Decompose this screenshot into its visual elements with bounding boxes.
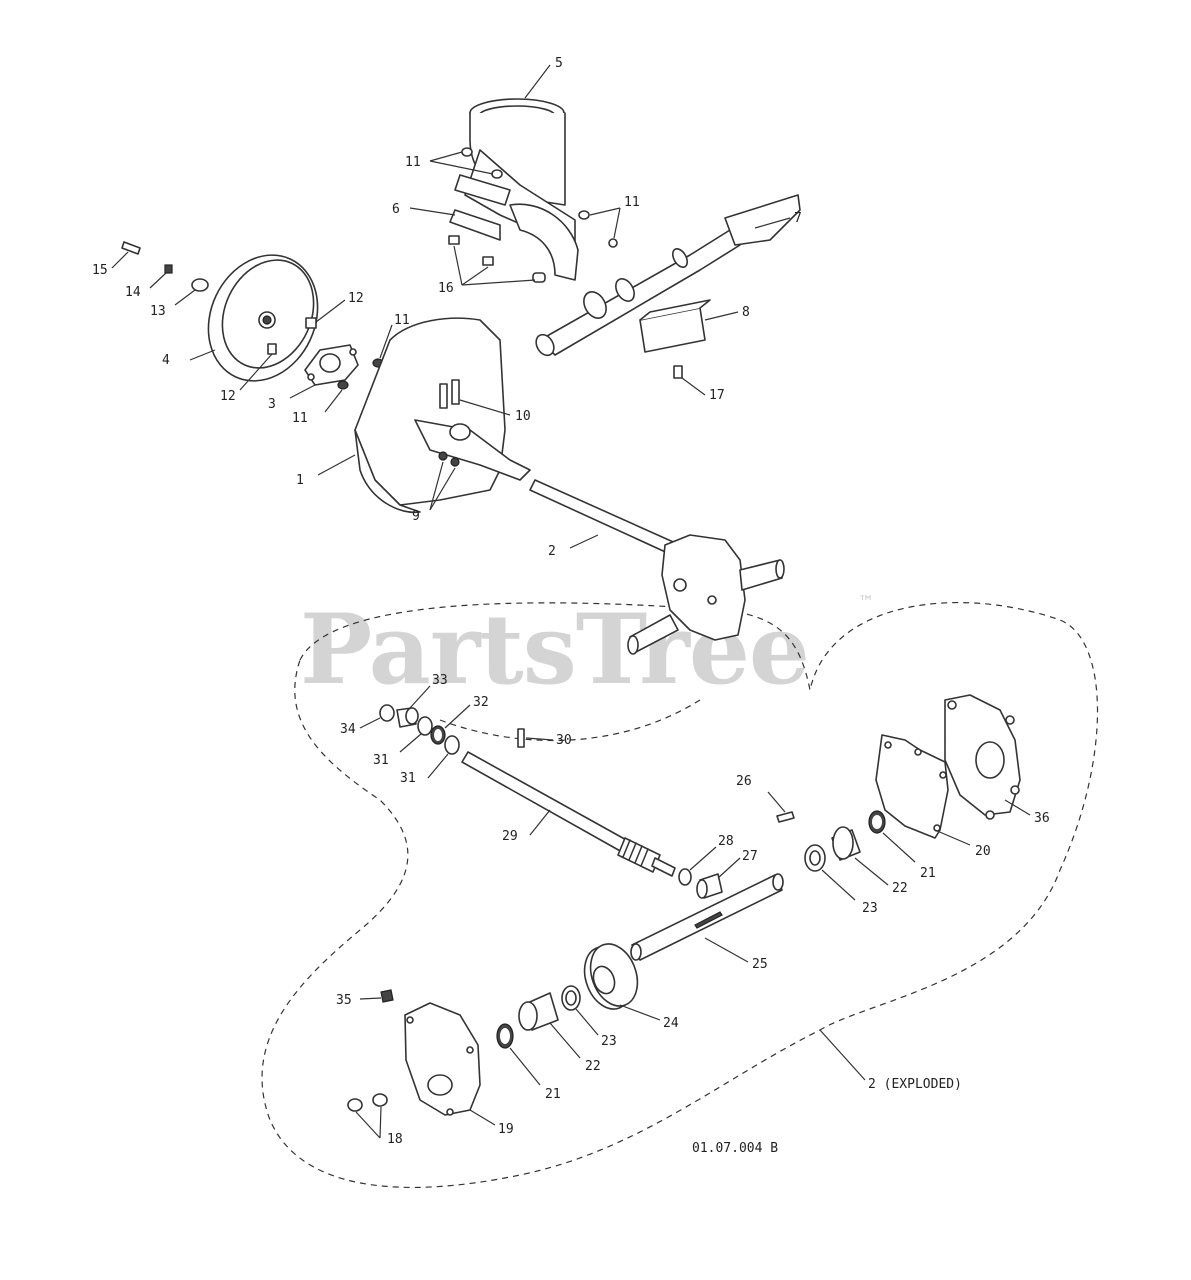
exploded-view-link [439, 699, 701, 742]
label-16: 16 [438, 281, 454, 296]
stud-part-12 [305, 317, 317, 329]
washer-part-28 [678, 868, 692, 886]
label-3: 3 [268, 397, 276, 412]
fitting-part-35 [380, 989, 394, 1003]
washer-part-34 [379, 704, 395, 722]
drawing-code: 01.07.004 B [692, 1141, 778, 1156]
label-12-top: 12 [348, 291, 364, 306]
label-30: 30 [556, 733, 572, 748]
label-23-lower: 23 [601, 1034, 617, 1049]
label-26: 26 [736, 774, 752, 789]
axle-part-25 [630, 873, 784, 961]
watermark-trademark: ™ [858, 592, 874, 611]
label-28: 28 [718, 834, 734, 849]
label-36: 36 [1034, 811, 1050, 826]
label-34: 34 [340, 722, 356, 737]
label-2-exploded: 2 (EXPLODED) [868, 1077, 962, 1092]
key-part-26 [776, 811, 795, 823]
label-19: 19 [498, 1122, 514, 1137]
label-15: 15 [92, 263, 108, 278]
label-22-upper: 22 [892, 881, 908, 896]
bolts-part-16 [448, 235, 546, 283]
label-11-flange: 11 [292, 411, 308, 426]
flange-part-3 [304, 344, 359, 386]
label-31-b: 31 [400, 771, 416, 786]
label-4: 4 [162, 353, 170, 368]
label-6: 6 [392, 202, 400, 217]
screw-part-17 [673, 365, 683, 379]
label-33: 33 [432, 673, 448, 688]
housing-half-part-19 [404, 1002, 481, 1116]
pin-part-30 [517, 728, 525, 748]
washer-part-31-a [417, 716, 433, 736]
label-12-bottom: 12 [220, 389, 236, 404]
label-8: 8 [742, 305, 750, 320]
label-29: 29 [502, 829, 518, 844]
label-21-upper: 21 [920, 866, 936, 881]
label-5: 5 [555, 56, 563, 71]
plug-part-18-b [372, 1093, 388, 1107]
label-17: 17 [709, 388, 725, 403]
label-24: 24 [663, 1016, 679, 1031]
washer-part-31-b [444, 735, 460, 755]
label-35: 35 [336, 993, 352, 1008]
washer-part-14 [164, 264, 173, 274]
label-10: 10 [515, 409, 531, 424]
housing-part-1 [354, 317, 531, 514]
plug-part-18-a [347, 1098, 363, 1112]
pulley-part-4 [207, 254, 319, 382]
label-23-upper: 23 [862, 901, 878, 916]
crank-handle-part-7 [535, 194, 801, 357]
label-22-lower: 22 [585, 1059, 601, 1074]
label-11-housing: 11 [394, 313, 410, 328]
label-9: 9 [412, 509, 420, 524]
chute-part-5 [449, 98, 618, 281]
exploded-view-boundary [261, 601, 1099, 1189]
label-1: 1 [296, 473, 304, 488]
label-25: 25 [752, 957, 768, 972]
washer-part-13 [191, 278, 209, 292]
label-11-chute: 11 [405, 155, 421, 170]
label-32: 32 [473, 695, 489, 710]
label-13: 13 [150, 304, 166, 319]
gasket-part-20 [875, 734, 949, 839]
bushing-part-27 [696, 873, 723, 899]
bracket-part-8 [639, 299, 711, 353]
label-20: 20 [975, 844, 991, 859]
worm-shaft-part-29 [461, 751, 676, 877]
gear-part-24 [583, 943, 639, 1010]
bushing-part-22-lower [518, 992, 559, 1031]
label-7: 7 [794, 211, 802, 226]
label-14: 14 [125, 285, 141, 300]
gearbox-assembly-part-2 [529, 479, 785, 655]
label-31-a: 31 [373, 753, 389, 768]
nut-part-11-b [337, 380, 349, 390]
bolt-part-15 [121, 241, 141, 255]
label-27: 27 [742, 849, 758, 864]
label-18: 18 [387, 1132, 403, 1147]
cover-part-36 [944, 694, 1021, 820]
label-2: 2 [548, 544, 556, 559]
label-11-right: 11 [624, 195, 640, 210]
label-21-lower: 21 [545, 1087, 561, 1102]
bushing-part-22-upper [831, 826, 861, 861]
